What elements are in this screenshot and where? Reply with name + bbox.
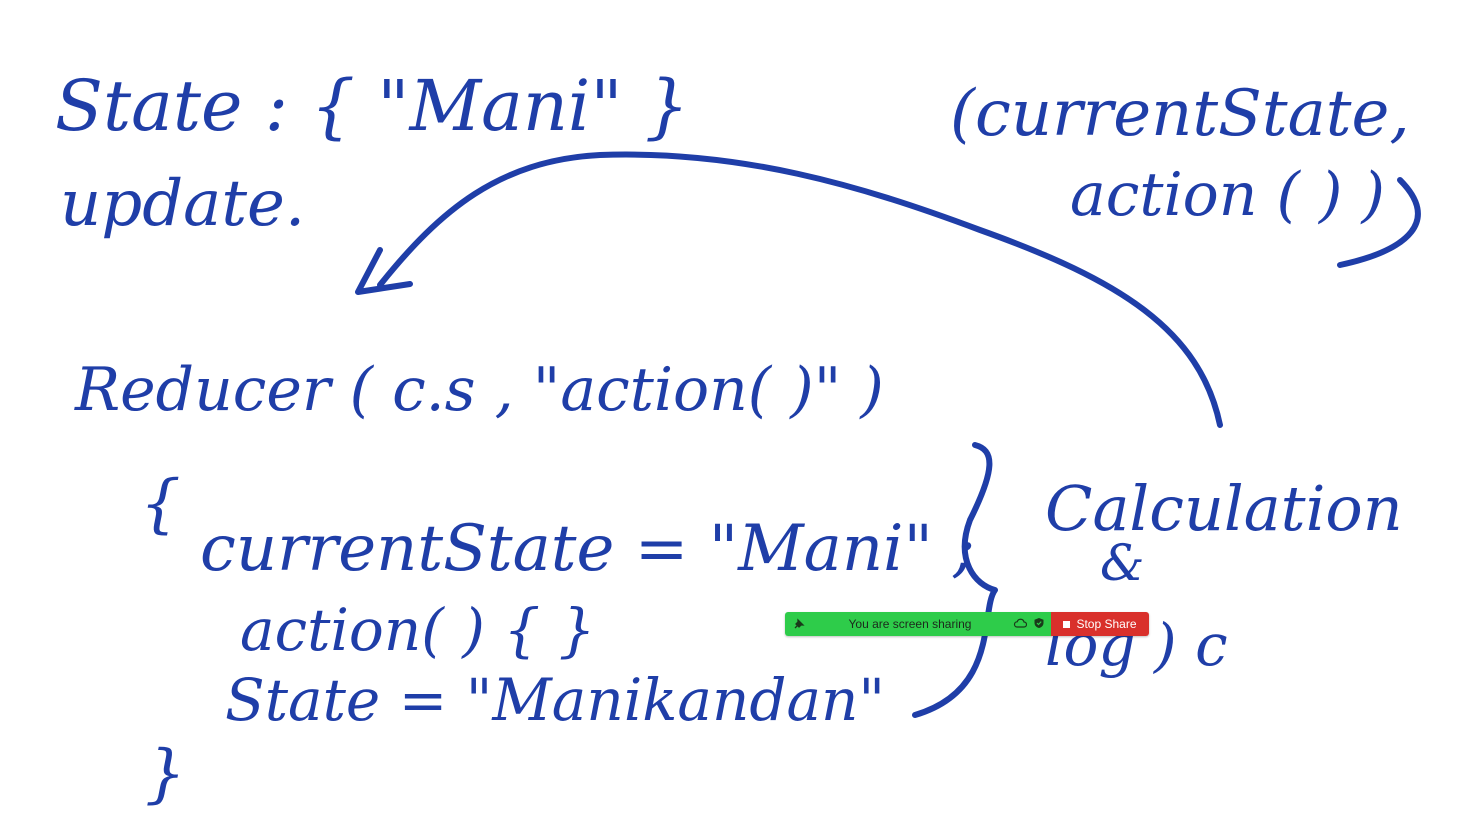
arrow-head — [355, 247, 413, 295]
state-line: State : { "Mani" } — [55, 65, 689, 147]
cloud-icon[interactable] — [1013, 617, 1028, 632]
reducer-line: Reducer ( c.s , "action( )" ) — [74, 355, 884, 425]
update-line: update. — [60, 167, 305, 241]
body-line-2: action( ) { } — [240, 596, 596, 664]
pin-icon[interactable] — [791, 616, 807, 632]
stop-icon — [1063, 620, 1071, 628]
arrow-arc — [377, 151, 1223, 428]
shield-icon[interactable] — [1033, 617, 1045, 632]
body-line-3: State = "Manikandan" — [225, 666, 885, 734]
screen-share-toolbar: You are screen sharing Stop Share — [785, 612, 1149, 636]
stop-share-button[interactable]: Stop Share — [1051, 612, 1149, 636]
share-status-text: You are screen sharing — [848, 617, 972, 631]
side-ampersand: & — [1100, 534, 1145, 592]
share-status-area[interactable]: You are screen sharing — [785, 612, 1051, 636]
body-line-1: currentState = "Mani" ; — [200, 512, 975, 586]
action-arg: action ( ) ) — [1070, 160, 1385, 230]
open-brace: { — [140, 467, 181, 541]
stop-share-label: Stop Share — [1076, 617, 1137, 631]
side-calculation: Calculation — [1045, 472, 1403, 545]
close-brace: } — [145, 737, 186, 811]
current-state-arg: (currentState, — [950, 77, 1410, 151]
body-bracket — [912, 442, 998, 718]
top-right-paren — [1337, 177, 1421, 268]
